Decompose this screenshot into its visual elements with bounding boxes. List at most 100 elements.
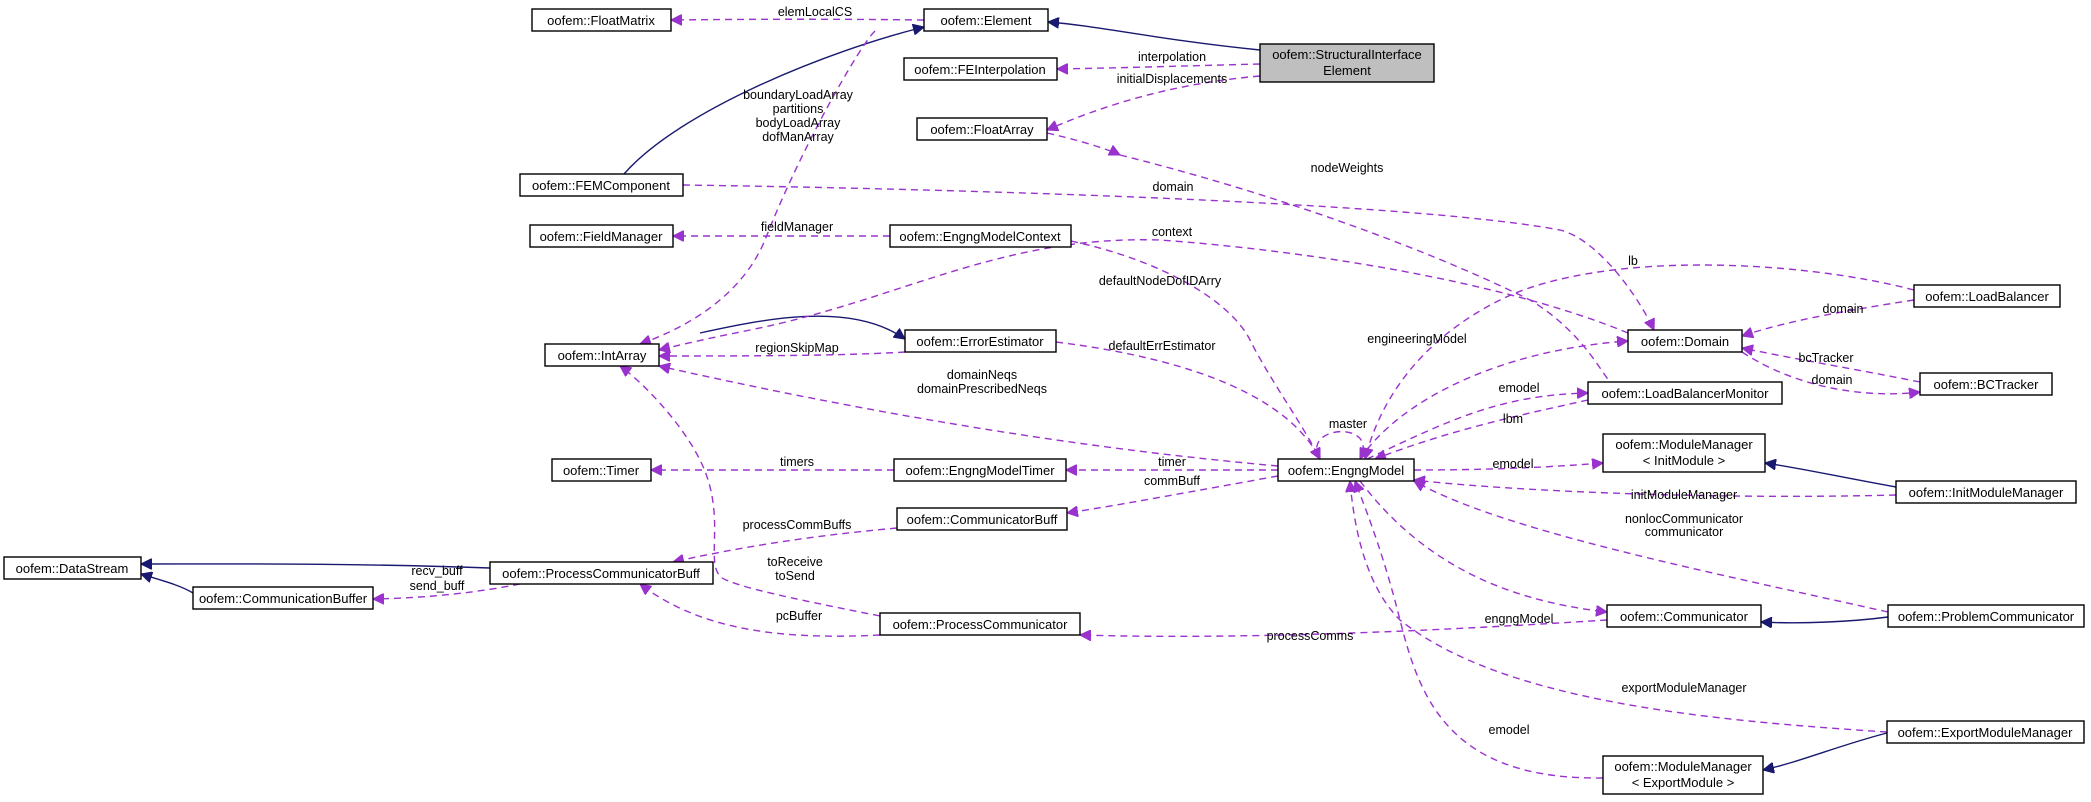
edge-label: timers <box>780 455 814 469</box>
edge-label: processComms <box>1267 629 1354 643</box>
edge-label: boundaryLoadArray <box>743 88 854 102</box>
node-communicator-buff[interactable]: oofem::CommunicatorBuff <box>896 507 1068 531</box>
edge-usage-engng-model-to-engng-model <box>1316 430 1363 459</box>
edge-usage-domain-to-fem-component <box>682 184 1654 330</box>
edge-labels-layer: elemLocalCSinterpolationinitialDisplacem… <box>410 5 1864 737</box>
edge-usage-problem-communicator-to-engng-model <box>1414 480 1889 613</box>
edge-usage-float-array-to-structural-interface-element <box>1047 75 1261 130</box>
edge-usage-engng-model-to-communicator <box>1359 480 1607 612</box>
edge-label: context <box>1152 225 1193 239</box>
edge-label: fieldManager <box>761 220 833 234</box>
node-module-manager-export-module[interactable]: oofem::ModuleManager < ExportModule > <box>1602 755 1764 795</box>
edge-label: domainPrescribedNeqs <box>917 382 1047 396</box>
edge-inheritance-module-manager-export-to-export-module-manager <box>1763 732 1888 770</box>
node-communication-buffer[interactable]: oofem::CommunicationBuffer <box>192 586 374 610</box>
node-fe-interpolation[interactable]: oofem::FEInterpolation <box>903 57 1058 81</box>
edge-label: toSend <box>775 569 815 583</box>
edge-label: lbm <box>1503 412 1523 426</box>
edge-usage-engng-model-to-domain <box>1359 341 1628 460</box>
edge-usage-int-array-to-process-communicator <box>620 366 881 617</box>
edge-usage-domain-to-bc-tracker <box>1741 351 1920 394</box>
edge-label: send_buff <box>410 579 465 593</box>
svg-text:oofem::EngngModel: oofem::EngngModel <box>1288 463 1404 478</box>
edge-usage-load-balancer-to-engng-model <box>1365 264 1915 459</box>
edge-label: recv_buff <box>411 564 463 578</box>
edge-label: pcBuffer <box>776 609 822 623</box>
edge-label: lb <box>1628 254 1638 268</box>
node-domain[interactable]: oofem::Domain <box>1627 329 1743 353</box>
svg-text:oofem::FieldManager: oofem::FieldManager <box>540 229 664 244</box>
node-float-matrix[interactable]: oofem::FloatMatrix <box>531 8 672 32</box>
edge-usage-int-array-to-engng-model <box>659 366 1279 467</box>
node-bc-tracker[interactable]: oofem::BCTracker <box>1919 372 2053 396</box>
node-communicator[interactable]: oofem::Communicator <box>1606 604 1762 628</box>
node-load-balancer[interactable]: oofem::LoadBalancer <box>1913 284 2061 308</box>
node-process-communicator-buff[interactable]: oofem::ProcessCommunicatorBuff <box>489 561 714 585</box>
node-element[interactable]: oofem::Element <box>923 8 1049 32</box>
svg-text:oofem::FEMComponent: oofem::FEMComponent <box>532 178 670 193</box>
edge-inheritance-data-stream-to-communication-buffer <box>141 574 194 594</box>
edge-inheritance-element-to-structural-interface-element <box>1048 22 1261 51</box>
edge-label: defaultErrEstimator <box>1109 339 1216 353</box>
edge-label: exportModuleManager <box>1621 681 1746 695</box>
edge-label: elemLocalCS <box>778 5 852 19</box>
edge-usage-communicator-buff-to-engng-model <box>1067 475 1279 513</box>
edge-label: domainNeqs <box>947 368 1017 382</box>
edge-label: timer <box>1158 455 1186 469</box>
node-export-module-manager[interactable]: oofem::ExportModuleManager <box>1886 720 2085 744</box>
node-init-module-manager[interactable]: oofem::InitModuleManager <box>1895 480 2077 504</box>
node-engng-model-context[interactable]: oofem::EngngModelContext <box>889 224 1072 248</box>
svg-text:oofem::IntArray: oofem::IntArray <box>558 348 647 363</box>
svg-text:oofem::CommunicatorBuff: oofem::CommunicatorBuff <box>907 512 1058 527</box>
svg-text:oofem::EngngModelTimer: oofem::EngngModelTimer <box>905 463 1055 478</box>
edge-usage-fe-interpolation-to-structural-interface-element <box>1057 63 1261 69</box>
edge-label: emodel <box>1493 457 1534 471</box>
svg-text:oofem::StructuralInterface: oofem::StructuralInterface <box>1272 47 1422 62</box>
edge-label: defaultNodeDofIDArry <box>1099 274 1222 288</box>
svg-text:oofem::ModuleManager: oofem::ModuleManager <box>1614 759 1752 774</box>
edge-label: domain <box>1812 373 1853 387</box>
svg-text:oofem::Communicator: oofem::Communicator <box>1620 609 1749 624</box>
edge-usage-load-balancer-monitor-to-engng-model <box>1375 399 1589 459</box>
svg-text:oofem::ErrorEstimator: oofem::ErrorEstimator <box>916 334 1044 349</box>
edge-label: emodel <box>1489 723 1530 737</box>
edge-usage-int-array-to-domain <box>659 239 1629 350</box>
edge-usage-init-module-manager-to-engng-model <box>1414 480 1897 498</box>
edge-inheritance-fem-component-to-error-estimator <box>699 315 905 339</box>
edge-label: communicator <box>1645 525 1724 539</box>
node-field-manager[interactable]: oofem::FieldManager <box>529 224 674 248</box>
node-error-estimator[interactable]: oofem::ErrorEstimator <box>904 329 1057 353</box>
node-load-balancer-monitor[interactable]: oofem::LoadBalancerMonitor <box>1587 381 1783 405</box>
node-module-manager-init-module[interactable]: oofem::ModuleManager < InitModule > <box>1602 433 1766 473</box>
svg-text:oofem::ExportModuleManager: oofem::ExportModuleManager <box>1898 725 2074 740</box>
edge-usage-process-communicator-to-communicator <box>1080 619 1608 636</box>
node-int-array[interactable]: oofem::IntArray <box>544 343 660 367</box>
edge-usage-int-array-to-element <box>640 30 876 344</box>
edge-label: master <box>1329 417 1367 431</box>
edge-label: processCommBuffs <box>743 518 852 532</box>
node-process-communicator[interactable]: oofem::ProcessCommunicator <box>879 612 1081 636</box>
node-fem-component[interactable]: oofem::FEMComponent <box>519 173 684 197</box>
node-engng-model-timer[interactable]: oofem::EngngModelTimer <box>893 458 1067 482</box>
edge-usage-engng-model-context-to-engng-model <box>1070 240 1321 459</box>
node-timer[interactable]: oofem::Timer <box>551 458 652 482</box>
edge-label: regionSkipMap <box>755 341 838 355</box>
svg-text:oofem::FloatMatrix: oofem::FloatMatrix <box>547 13 655 28</box>
node-float-array[interactable]: oofem::FloatArray <box>916 117 1048 141</box>
edge-inheritance-module-manager-init-to-init-module-manager <box>1765 463 1897 488</box>
svg-text:oofem::DataStream: oofem::DataStream <box>16 561 129 576</box>
edge-usage-export-module-manager-to-engng-model <box>1350 481 1888 733</box>
svg-text:oofem::LoadBalancer: oofem::LoadBalancer <box>1925 289 2049 304</box>
svg-text:oofem::Domain: oofem::Domain <box>1641 334 1729 349</box>
node-structural-interface-element[interactable]: oofem::StructuralInterface Element <box>1259 43 1435 83</box>
edge-label: bcTracker <box>1798 351 1853 365</box>
node-data-stream[interactable]: oofem::DataStream <box>3 556 142 580</box>
edge-usage-error-estimator-to-engng-model <box>1055 341 1321 459</box>
svg-text:oofem::ProcessCommunicator: oofem::ProcessCommunicator <box>893 617 1069 632</box>
edge-label: commBuff <box>1144 474 1201 488</box>
node-problem-communicator[interactable]: oofem::ProblemCommunicator <box>1887 604 2085 628</box>
edge-inheritance-fem-component-to-element <box>623 27 924 175</box>
edge-label: interpolation <box>1138 50 1206 64</box>
node-engng-model[interactable]: oofem::EngngModel <box>1277 458 1415 482</box>
